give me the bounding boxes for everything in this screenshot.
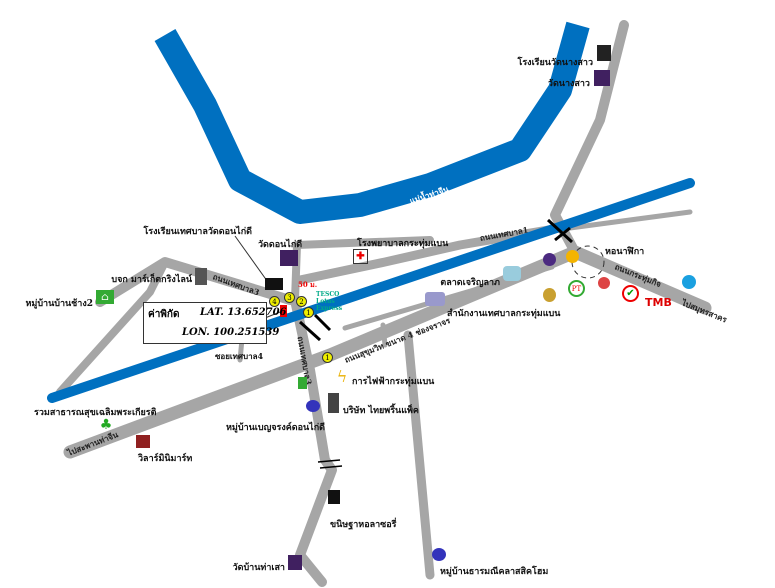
label-hospital: โรงพยาบาลกระทุ่มแบน (357, 239, 449, 249)
label-market: ตลาดเจริญลาภ (440, 278, 500, 288)
label-village-benjarong: หมู่บ้านเบญจรงค์ดอนไก่ดี (226, 423, 325, 433)
school-icon (265, 278, 283, 290)
road-thesaban1 (295, 223, 565, 285)
road-main (63, 245, 712, 459)
coordinates-lon: LON. 100.251539 (182, 327, 280, 338)
label-dormitory: ขนิษฐาหอลาซอรี่ (330, 520, 397, 530)
tree-icon: ♣ (99, 417, 113, 433)
marker-1b: 1 (322, 352, 333, 363)
label-electricity: การไฟฟ้ากระทุ่มแบน (352, 377, 435, 387)
label-soi-thesaban: ซอยเทศบาล4 (215, 351, 264, 361)
road-south (290, 295, 337, 587)
bank-icon (598, 277, 610, 289)
location-marker (280, 305, 287, 317)
canal (47, 178, 695, 403)
temple-icon (280, 250, 298, 266)
coordinates-lat: LAT. 13.652706 (200, 307, 287, 318)
building-icon (328, 393, 339, 413)
gas-station-icon: PT (568, 280, 585, 297)
coord-pointer (264, 311, 281, 319)
label-village-banchang: หมู่บ้านบ้านช้าง2 (25, 299, 93, 309)
road-east-south (403, 330, 435, 580)
coordinates-box: ค่าพิกัด LAT. 13.652706 LON. 100.251539 (143, 302, 287, 344)
shop-icon (136, 435, 150, 448)
label-health-center: รวมสาธารณสุขเฉลิมพระเกียรติ (34, 408, 157, 418)
office-icon (425, 292, 445, 306)
label-company-market: บจก มาร์เก็ตกริงไลน์ (111, 275, 192, 285)
label-mini-mart: วิลาร์มินิมาร์ท (138, 454, 193, 464)
bank-icon (566, 250, 579, 263)
bank-icon (682, 275, 696, 289)
marker-1: 1 (303, 307, 314, 318)
label-school-don-kai-di: โรงเรียนเทศบาลวัดดอนไก่ดี (143, 227, 252, 237)
label-municipal-office: สำนักงานเทศบาลกระทุ่มแบน (447, 309, 561, 319)
marker-3: 3 (284, 292, 295, 303)
river (154, 21, 590, 224)
label-village-tharamanee: หมู่บ้านธารมณีคลาสสิคโฮม (440, 567, 549, 577)
shop-icon (298, 377, 307, 389)
bank-icon (543, 288, 556, 302)
label-wat-don-kai-di: วัดดอนไก่ดี (258, 240, 303, 250)
marker-2: 2 (296, 296, 307, 307)
kbank-icon: ✔ (622, 285, 639, 302)
coordinates-label: ค่าพิกัด (148, 309, 180, 320)
label-thai-print-pack: บริษัท ไทยพริ้นแพ็ค (343, 406, 419, 416)
school-icon (328, 490, 340, 504)
label-distance: 50 ม. (298, 280, 318, 289)
building-icon (195, 268, 207, 285)
label-wat-nangsao: วัดนางสาว (547, 79, 590, 89)
market-icon (503, 266, 521, 281)
marker-4: 4 (269, 296, 280, 307)
road-short (380, 322, 388, 348)
tmb-logo: TMB (645, 296, 672, 309)
village-icon (432, 548, 446, 561)
village-icon (306, 400, 320, 412)
label-school-wat-nangsao: โรงเรียนวัดนางสาว (517, 58, 594, 68)
hospital-cross-icon: ✚ (353, 249, 368, 264)
label-tesco: TESCO Lotus Express (316, 291, 343, 312)
electricity-icon: ϟ (336, 366, 348, 386)
school-icon (597, 45, 611, 61)
label-clock-tower: หอนาฬิกา (605, 247, 645, 257)
label-wat-ban-tha-sao: วัดบ้านท่าเสา (232, 563, 285, 573)
bank-icon (543, 253, 556, 266)
road-right-minor (567, 209, 693, 231)
village-icon: ⌂ (96, 290, 114, 304)
road-west (56, 258, 169, 396)
temple-icon (594, 70, 610, 86)
school-pointer (234, 235, 271, 286)
temple-icon (288, 555, 302, 570)
road-hospital (291, 236, 434, 304)
